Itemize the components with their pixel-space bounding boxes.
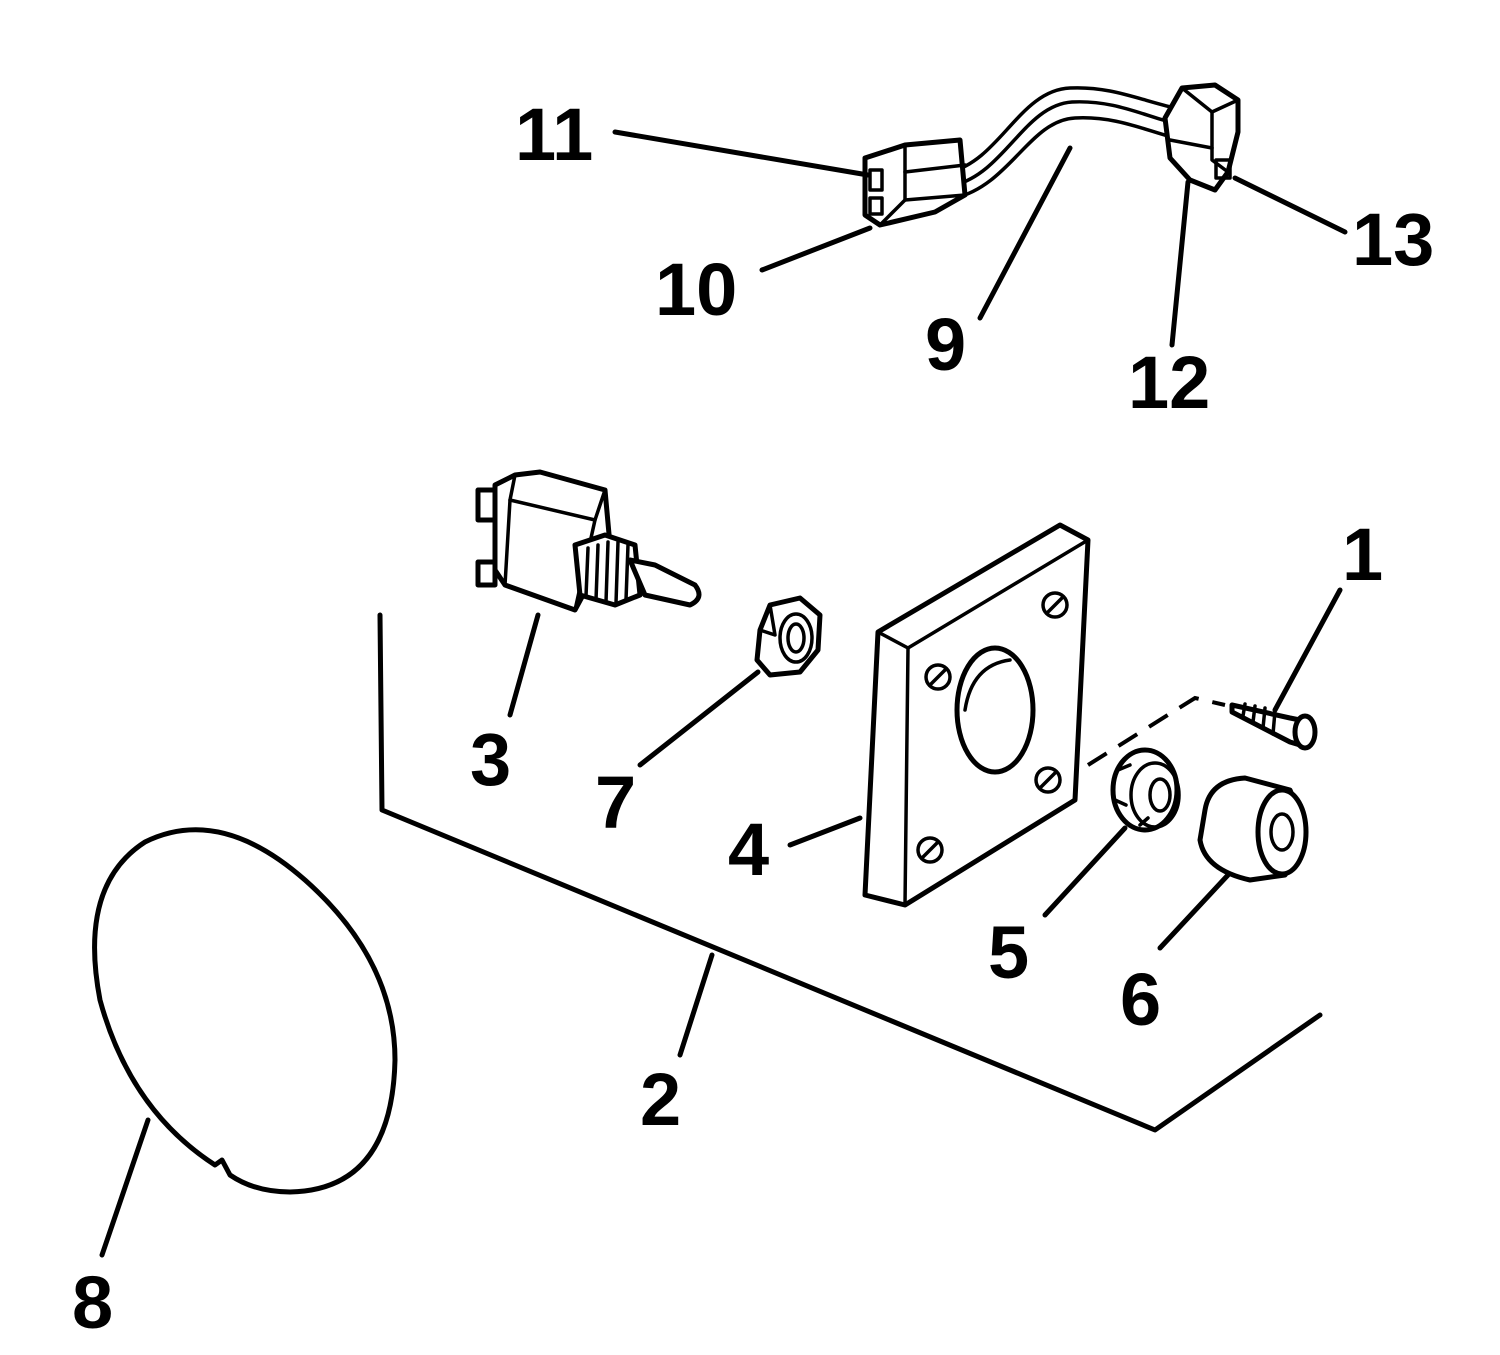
leader-1 (1272, 587, 1343, 713)
leader-7 (637, 669, 761, 768)
toggle-boot (1197, 775, 1309, 883)
leader-10 (759, 225, 873, 273)
leader-8 (99, 1117, 151, 1258)
leader-11 (612, 129, 871, 178)
callout-2: 2 (640, 1058, 681, 1141)
toggle-switch (475, 469, 702, 613)
wiring-harness (862, 82, 1241, 228)
callout-labels: 1 2 3 4 5 6 7 8 9 10 11 12 13 (72, 93, 1434, 1344)
callout-1: 1 (1342, 513, 1383, 596)
leader-4 (787, 815, 863, 848)
callout-6: 6 (1120, 958, 1161, 1041)
callout-10: 10 (655, 248, 737, 331)
callout-3: 3 (470, 718, 511, 801)
leader-2 (677, 952, 715, 1058)
lock-nut (1110, 747, 1181, 833)
callout-7: 7 (595, 761, 636, 844)
hex-nut (754, 595, 823, 678)
callout-5: 5 (988, 911, 1029, 994)
leader-13 (1232, 175, 1348, 235)
screw (1229, 702, 1318, 751)
callout-8: 8 (72, 1261, 113, 1344)
leader-6 (1157, 872, 1231, 951)
callout-11: 11 (515, 93, 593, 176)
callout-4: 4 (728, 808, 769, 891)
assembly-line (1086, 695, 1226, 767)
mounting-plate (862, 522, 1091, 908)
leader-12 (1169, 179, 1191, 348)
panel-outline (377, 612, 1323, 1133)
callout-9: 9 (925, 303, 966, 386)
leader-lines (99, 129, 1348, 1258)
connector-right (1162, 82, 1241, 193)
callout-13: 13 (1352, 198, 1434, 281)
callout-12: 12 (1128, 341, 1210, 424)
leader-9 (977, 145, 1073, 321)
leader-5 (1042, 825, 1128, 918)
leader-3 (507, 612, 541, 718)
connector-left (862, 137, 968, 228)
gasket (92, 827, 398, 1195)
